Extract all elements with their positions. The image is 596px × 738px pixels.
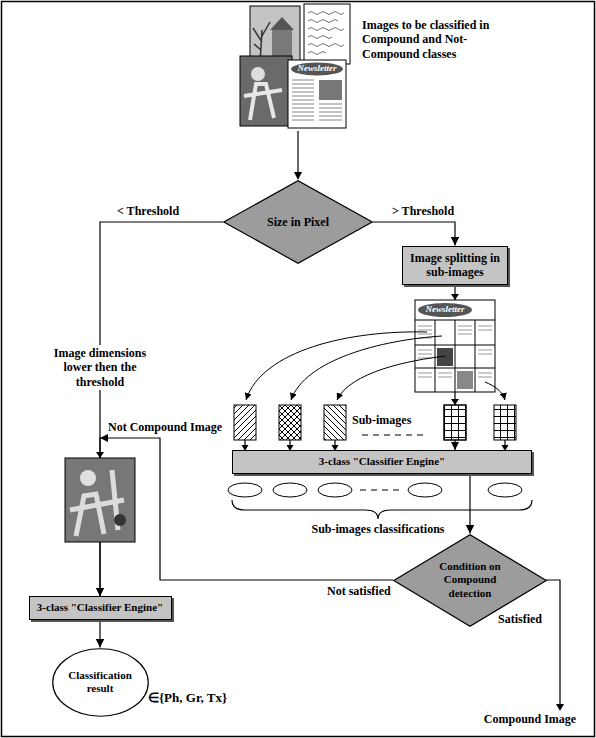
single-image xyxy=(65,458,135,542)
sub-images xyxy=(234,399,516,451)
flow-connector xyxy=(373,222,455,246)
newsletter-picture xyxy=(319,80,342,100)
photo-figure xyxy=(80,470,96,486)
branch-note: Image dimensions lower then the threshol… xyxy=(42,345,158,390)
result-oval xyxy=(318,483,352,497)
ellipsis-dashes xyxy=(362,434,428,435)
class-set-label: ∈{Ph, Gr, Tx} xyxy=(148,690,227,706)
split-arrow xyxy=(246,332,427,400)
flow-line xyxy=(245,440,505,445)
decision-diamond: Size in Pixel xyxy=(223,180,373,264)
castle-photo xyxy=(250,6,300,64)
node-label: Condition on Compound detection xyxy=(433,560,507,600)
arrow-head xyxy=(294,172,302,180)
left-branch-marks xyxy=(65,434,135,542)
flow-connector xyxy=(99,620,100,648)
arrow-head xyxy=(100,434,108,442)
ellipse-shape xyxy=(52,648,148,716)
output-label: Compound Image xyxy=(484,712,576,726)
split-arrow xyxy=(291,336,442,400)
diamond-shape xyxy=(394,534,547,626)
node-text: 3-class "Classifier Engine" xyxy=(37,601,163,614)
edge-label: > Threshold xyxy=(390,204,456,218)
newsletter-banner xyxy=(291,63,343,76)
node-text: Image splitting in sub-images xyxy=(410,251,500,280)
sub-image xyxy=(444,405,466,440)
photo-figure xyxy=(114,514,126,526)
result-ellipse: Classification result xyxy=(52,648,149,717)
newsletter-page xyxy=(288,60,346,128)
sports-photo xyxy=(240,56,292,126)
handwriting-strokes xyxy=(308,12,344,55)
flow-connector xyxy=(469,474,470,534)
sub-image xyxy=(234,405,256,440)
edge-label: < Threshold xyxy=(115,204,181,218)
return-label: Not Compound Image xyxy=(108,420,222,434)
sub-image xyxy=(494,405,516,440)
split-arrow xyxy=(337,356,446,400)
text-lines xyxy=(319,104,342,120)
split-page-illustration xyxy=(246,294,505,400)
process-box: Image splitting in sub-images xyxy=(402,246,508,285)
node-label: Classification result xyxy=(60,669,140,695)
photo-figure xyxy=(70,470,124,536)
flow-line xyxy=(297,131,298,173)
sub-image xyxy=(324,405,346,440)
result-oval xyxy=(488,483,522,497)
node-text: Classification result xyxy=(60,669,140,695)
result-oval xyxy=(408,483,442,497)
split-arrow xyxy=(485,382,505,400)
banner-text: Newsletter xyxy=(426,304,465,315)
result-oval xyxy=(273,483,307,497)
result-oval xyxy=(228,483,262,497)
grouping-brace xyxy=(232,500,532,519)
photo-figure xyxy=(244,84,282,120)
text-lines xyxy=(418,326,492,377)
handwritten-page xyxy=(304,4,350,64)
flow-line xyxy=(530,580,560,705)
arrow-head xyxy=(451,294,459,300)
input-images-illustration xyxy=(240,4,350,180)
arrow-head xyxy=(556,704,564,711)
ellipsis-dashes xyxy=(360,489,402,490)
arrow-head xyxy=(96,452,104,458)
node-label: 3-class "Classifier Engine" xyxy=(37,601,163,614)
node-text: 3-class "Classifier Engine" xyxy=(319,455,445,468)
newsletter-banner xyxy=(418,303,472,317)
node-text: Condition on Compound detection xyxy=(433,560,507,600)
sub-image-results xyxy=(228,483,532,519)
sub-image xyxy=(279,405,301,440)
banner-text: Newsletter xyxy=(298,63,337,74)
node-label: 3-class "Classifier Engine" xyxy=(319,455,445,468)
branch-label: Satisfied xyxy=(498,612,542,626)
input-note: Images to be classified in Compound and … xyxy=(362,18,500,61)
classifier-box: 3-class "Classifier Engine" xyxy=(232,450,532,474)
node-text: Size in Pixel xyxy=(267,215,329,229)
sub-image xyxy=(444,405,466,440)
arrow-head xyxy=(451,399,459,405)
classifier-box: 3-class "Classifier Engine" xyxy=(29,596,172,620)
cell-picture xyxy=(457,371,473,389)
castle-roof xyxy=(270,17,294,30)
split-grid xyxy=(415,320,495,392)
edge-label: Not satisfied xyxy=(325,584,393,598)
split-page xyxy=(415,300,495,392)
photo-figure xyxy=(251,67,265,81)
node-label: Size in Pixel xyxy=(267,215,329,229)
castle-shape xyxy=(272,30,292,56)
group-label: Sub-images xyxy=(352,413,411,427)
group-label: Sub-images classifications xyxy=(311,522,444,536)
node-label: Image splitting in sub-images xyxy=(410,251,500,280)
diamond-shape xyxy=(224,181,373,264)
text-lines xyxy=(292,80,314,120)
